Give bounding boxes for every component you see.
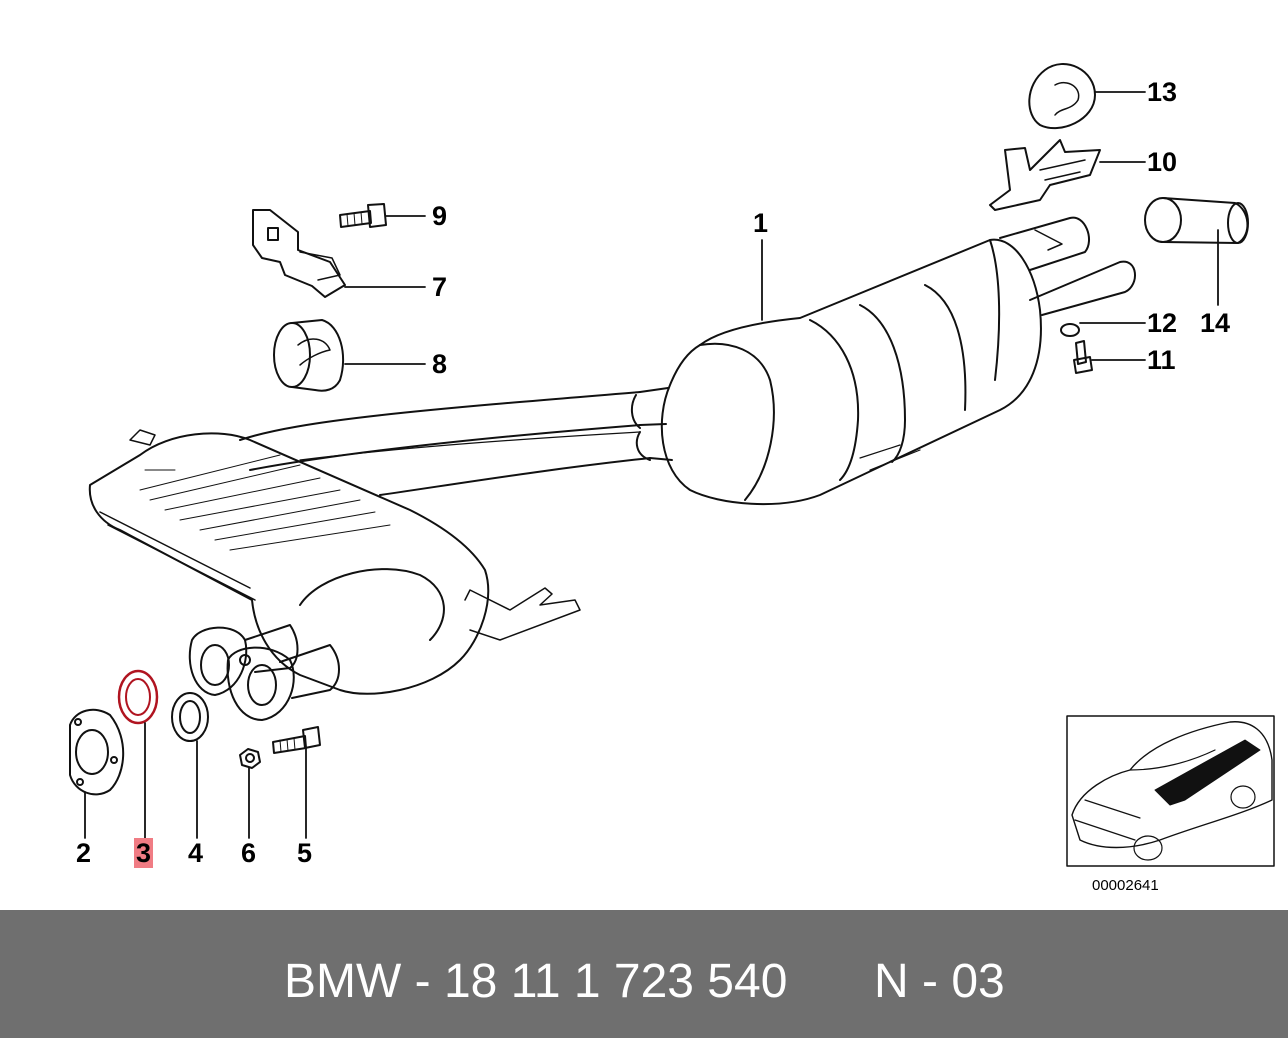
part-4-ring [171,692,209,742]
part-6-nut [239,748,261,769]
callout-4: 4 [188,838,204,868]
part-3-sealing-ring [117,669,159,725]
part-14-tailpipe-trim [1144,197,1249,244]
callout-8: 8 [432,349,448,379]
part-10-bracket [989,139,1101,211]
callout-3-highlighted: 3 [134,838,154,868]
part-13-hanger-ring [1028,63,1096,130]
callout-11: 11 [1147,345,1176,375]
part-2-flange-plate [69,708,125,796]
rear-silencer [660,216,1136,506]
callout-9: 9 [432,201,448,231]
part-12-washer [1060,323,1080,337]
car-locator-inset [1066,715,1275,867]
callout-10: 10 [1147,147,1178,177]
part-9-bolt [339,203,387,228]
callout-12: 12 [1147,308,1178,338]
callout-13: 13 [1147,77,1178,107]
part-7-hanger-bracket [252,209,346,298]
part-11-bolt [1073,340,1093,374]
variant-text: N - 03 [874,955,1005,1008]
callout-1: 1 [753,208,769,238]
part-5-bolt [272,726,321,754]
diagram-code: 00002641 [1092,877,1159,894]
callout-14: 14 [1200,308,1231,338]
pipe-flanges [188,626,295,721]
exhaust-parts-diagram: 1 2 3 4 5 6 7 8 9 10 11 12 13 14 0000264… [69,63,1275,894]
callout-5: 5 [297,838,313,868]
part-8-rubber-mount [273,319,345,392]
callout-7: 7 [432,272,448,302]
intermediate-pipes [239,387,673,496]
part-number-footer: BMW - 18 11 1 723 540 N - 03 [0,910,1288,1038]
callout-2: 2 [76,838,92,868]
leader-lines [84,91,1219,839]
callout-6: 6 [241,838,257,868]
front-silencer [88,429,581,699]
part-number-text: BMW - 18 11 1 723 540 [284,955,788,1008]
